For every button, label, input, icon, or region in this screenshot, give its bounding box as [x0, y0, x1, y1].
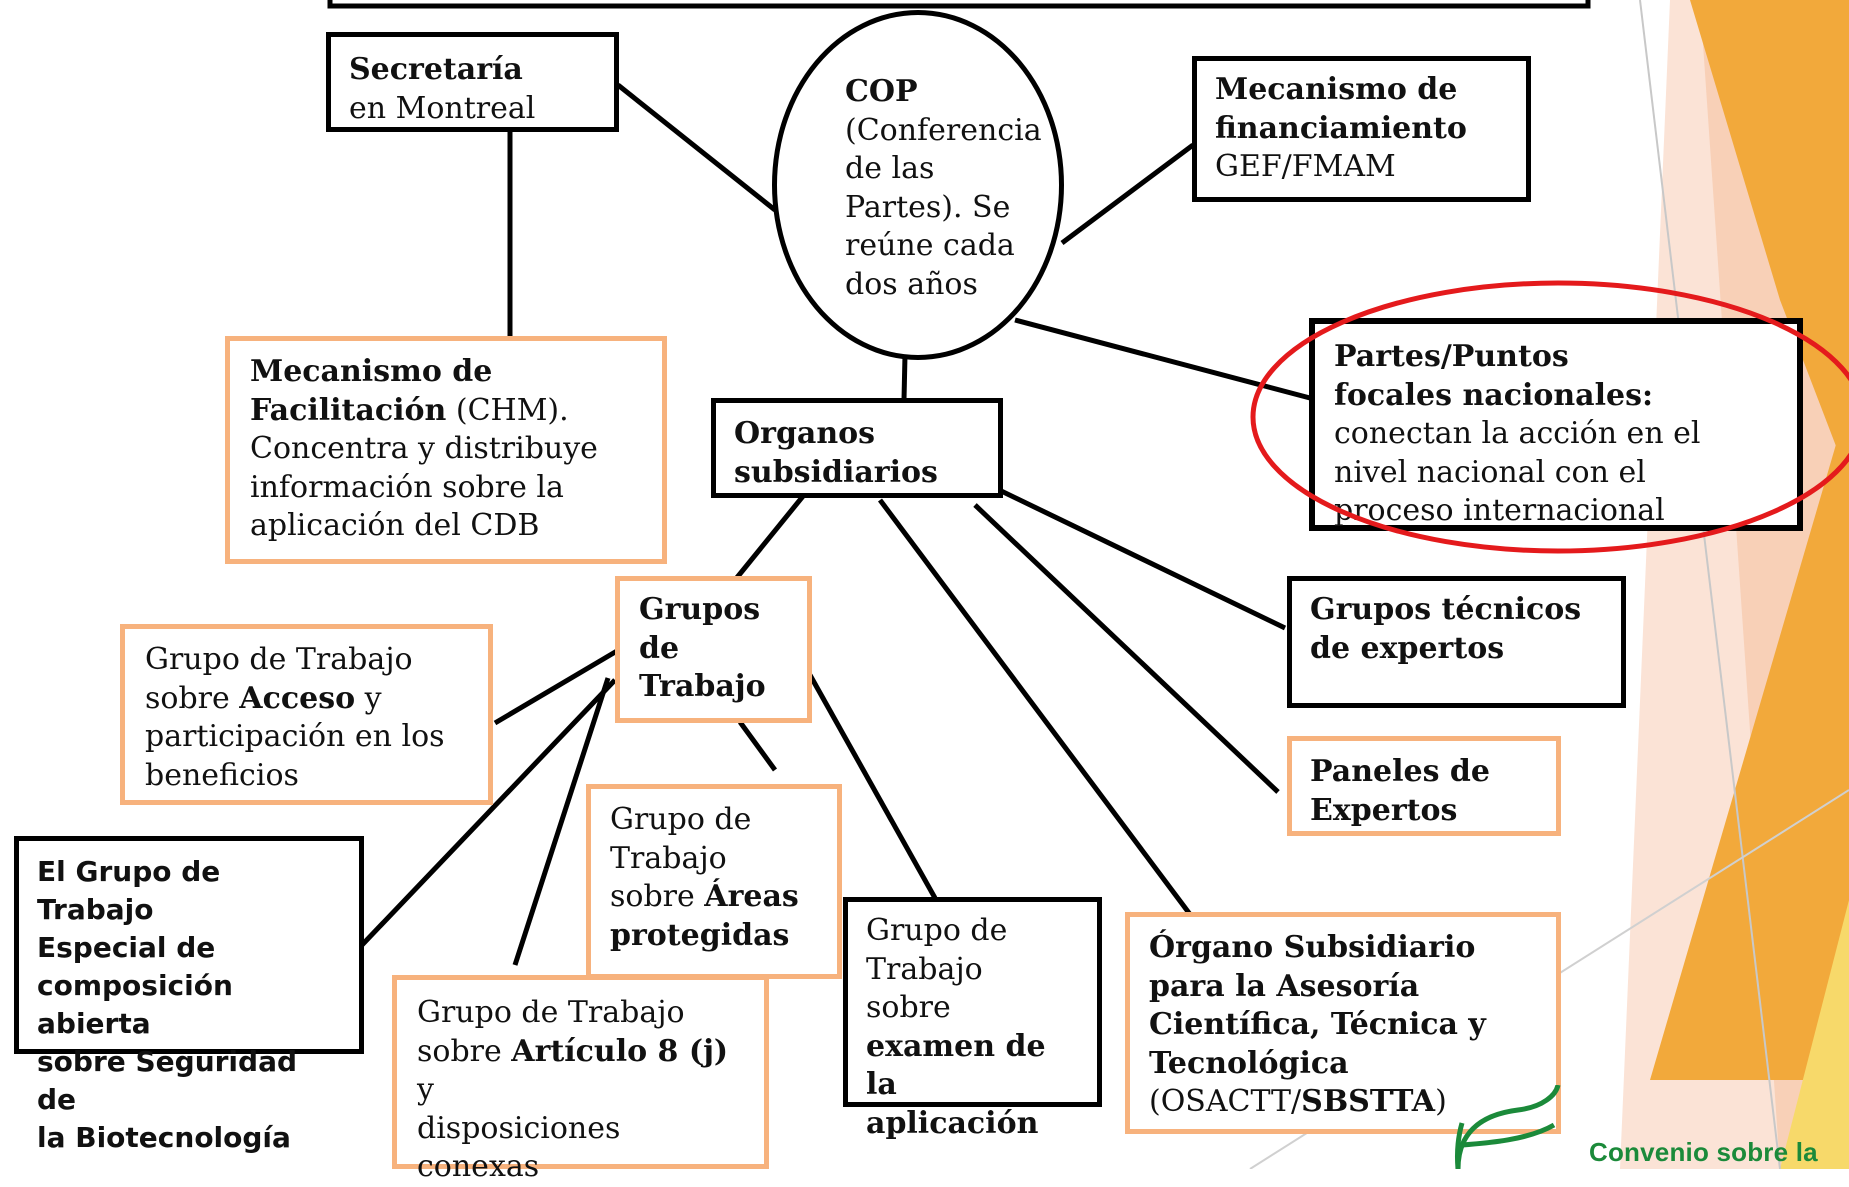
- acceso-box: Grupo de Trabajo sobre Acceso y particip…: [120, 624, 493, 805]
- organos-line-2: subsidiarios: [734, 454, 938, 490]
- cop-line-5: dos años: [845, 266, 978, 302]
- paneles-line-1: Paneles de: [1310, 754, 1490, 789]
- articulo-pre: sobre: [417, 1033, 512, 1069]
- areas-pre: sobre: [610, 879, 705, 914]
- bioseg-line-5: la Biotecnología: [37, 1121, 291, 1154]
- examen-line-2: Trabajo: [866, 951, 983, 987]
- partes-title-1: Partes/Puntos: [1334, 339, 1569, 374]
- areas-bold: Áreas: [704, 879, 799, 914]
- areas-line-2: Trabajo: [610, 840, 727, 876]
- chm-line-3: Concentra y distribuye: [250, 431, 598, 466]
- chm-title-2: Facilitación: [250, 392, 447, 428]
- chm-line-4: información sobre la: [250, 469, 564, 505]
- financiamiento-title-2: financiamiento: [1215, 110, 1467, 146]
- osactt-line-2: para la Asesoría: [1149, 968, 1420, 1004]
- chm-suffix: (CHM).: [446, 392, 569, 428]
- acceso-line-3: participación en los: [145, 719, 445, 754]
- chm-line-5: aplicación del CDB: [250, 508, 540, 543]
- cop-line-4: reúne cada: [845, 228, 1015, 263]
- bioseg-line-2: Especial de: [37, 931, 216, 964]
- decor-orange-top: [1690, 0, 1849, 480]
- paneles-line-2: Expertos: [1310, 792, 1458, 828]
- financiamiento-subtitle: GEF/FMAM: [1215, 149, 1396, 184]
- organos-subsidiarios-box: Organos subsidiarios: [711, 398, 1003, 498]
- tecnicos-line-2: de expertos: [1310, 630, 1505, 666]
- decor-yellow-bottom: [1780, 900, 1849, 1169]
- articulo-post: y: [417, 1072, 434, 1107]
- examen-aplicacion-box: Grupo de Trabajo sobre examen de la apli…: [843, 897, 1102, 1141]
- articulo-line-4: conexas: [417, 1149, 540, 1184]
- financiamiento-box: Mecanismo de financiamiento GEF/FMAM: [1192, 56, 1531, 202]
- acceso-line-4: beneficios: [145, 757, 299, 793]
- articulo-line-3: disposiciones: [417, 1110, 621, 1146]
- osactt-bold: SBSTTA: [1301, 1084, 1436, 1119]
- examen-line-3: sobre: [866, 990, 951, 1025]
- grupos-line-1: Grupos: [639, 592, 761, 627]
- bioseg-line-3: composición abierta: [37, 969, 233, 1040]
- chm-box: Mecanismo de Facilitación (CHM). Concent…: [225, 336, 667, 564]
- cop-title: COP: [845, 74, 918, 109]
- top-box-fragment: [327, 0, 1591, 9]
- partes-line-4: nivel nacional con el: [1334, 454, 1646, 490]
- grupos-line-3: Trabajo: [639, 669, 766, 704]
- cop-node: COP (Conferencia de las Partes). Se reún…: [772, 10, 1064, 360]
- organos-line-1: Organos: [734, 416, 876, 451]
- connector-lines: [360, 83, 1311, 966]
- areas-line-4: protegidas: [610, 917, 790, 953]
- cop-line-2: de las: [845, 151, 935, 186]
- bioseg-line-1: El Grupo de Trabajo: [37, 855, 221, 926]
- partes-line-5: proceso internacional: [1334, 493, 1665, 528]
- decor-orange-bottom: [1650, 400, 1849, 1080]
- financiamiento-title-1: Mecanismo de: [1215, 72, 1458, 107]
- paneles-box: Paneles de Expertos: [1287, 736, 1561, 836]
- examen-line-1: Grupo de: [866, 913, 1008, 948]
- partes-line-3: conectan la acción en el: [1334, 416, 1701, 451]
- secretaria-box: Secretaría en Montreal: [326, 32, 619, 132]
- grupos-tecnicos-box: Grupos técnicos de expertos: [1287, 576, 1626, 708]
- areas-protegidas-box: Grupo de Trabajo sobre Áreas protegidas: [586, 784, 842, 979]
- acceso-post: y: [355, 680, 382, 716]
- decor-thin-line-1: [1639, 0, 1781, 1169]
- examen-line-5: la aplicación: [866, 1067, 1039, 1141]
- chm-title-1: Mecanismo de: [250, 354, 493, 389]
- acceso-bold: Acceso: [239, 680, 356, 716]
- secretaria-subtitle: en Montreal: [349, 90, 536, 126]
- secretaria-title: Secretaría: [349, 52, 523, 87]
- osactt-pre: (OSACTT/: [1149, 1084, 1302, 1119]
- osactt-box: Órgano Subsidiario para la Asesoría Cien…: [1125, 912, 1561, 1134]
- cbd-logo-icon: [1455, 1085, 1561, 1169]
- grupos-line-2: de: [639, 630, 680, 666]
- articulo-bold: Artículo 8 (j): [511, 1033, 729, 1069]
- acceso-line-1: Grupo de Trabajo: [145, 642, 413, 677]
- bioseg-line-4: sobre Seguridad de: [37, 1045, 298, 1116]
- osactt-line-1: Órgano Subsidiario: [1149, 930, 1476, 965]
- cop-line-1: (Conferencia: [845, 112, 1042, 148]
- acceso-pre: sobre: [145, 680, 240, 716]
- grupos-trabajo-box: Grupos de Trabajo: [615, 576, 812, 723]
- osactt-post: ): [1435, 1084, 1447, 1119]
- cbd-logo-text: Convenio sobre la: [1589, 1137, 1818, 1167]
- tecnicos-line-1: Grupos técnicos: [1310, 592, 1582, 627]
- articulo-8j-box: Grupo de Trabajo sobre Artículo 8 (j) y …: [392, 975, 769, 1184]
- osactt-line-3: Científica, Técnica y: [1149, 1007, 1486, 1042]
- areas-line-1: Grupo de: [610, 802, 752, 837]
- partes-title-2: focales nacionales:: [1334, 377, 1654, 413]
- articulo-line-1: Grupo de Trabajo: [417, 995, 685, 1030]
- osactt-line-4: Tecnológica: [1149, 1045, 1349, 1081]
- bioseguridad-box: El Grupo de Trabajo Especial de composic…: [14, 836, 364, 1154]
- examen-line-4: examen de: [866, 1028, 1046, 1064]
- partes-box: Partes/Puntos focales nacionales: conect…: [1309, 318, 1803, 531]
- highlight-ellipse: [1250, 280, 1849, 554]
- cop-line-3: Partes). Se: [845, 189, 1011, 225]
